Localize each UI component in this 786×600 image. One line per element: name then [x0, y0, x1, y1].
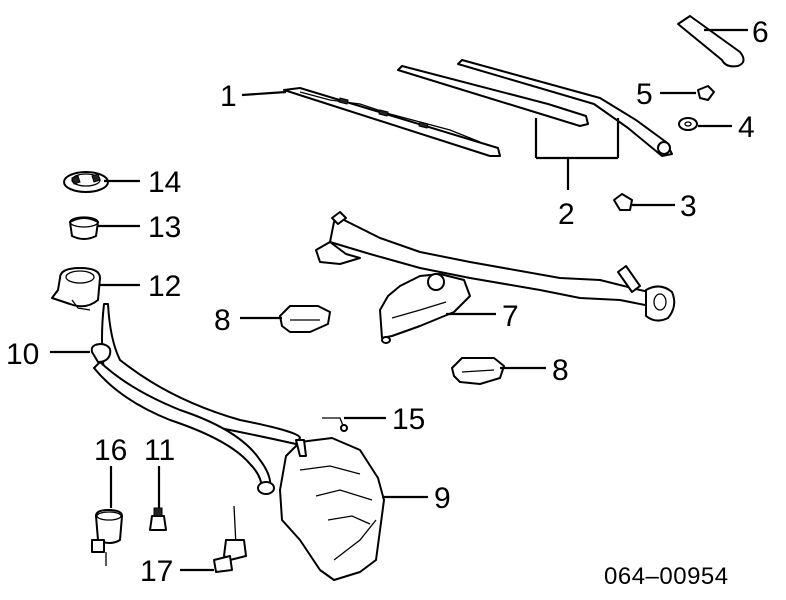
- callout-14: 14: [148, 166, 181, 199]
- callout-8-left: 8: [214, 304, 231, 337]
- callout-4: 4: [738, 111, 755, 144]
- callout-12: 12: [148, 270, 181, 303]
- part-9-washer-reservoir: [279, 437, 428, 581]
- callout-8-right: 8: [552, 354, 569, 387]
- callout-11: 11: [144, 434, 175, 467]
- callout-15: 15: [392, 403, 425, 436]
- callout-6: 6: [752, 16, 769, 49]
- part-8-washer-nozzle-right: [451, 357, 546, 385]
- callout-13: 13: [148, 211, 181, 244]
- callout-2: 2: [558, 198, 575, 231]
- part-8-washer-nozzle-left: [240, 305, 331, 333]
- part-7-wiper-linkage-motor: [315, 211, 676, 344]
- callout-9: 9: [434, 482, 451, 515]
- part-14-grommet: [63, 171, 140, 193]
- callout-3: 3: [680, 190, 697, 223]
- callout-17: 17: [140, 555, 173, 588]
- callout-1: 1: [220, 80, 237, 113]
- part-17-level-sensor: [180, 505, 247, 573]
- part-13-cap: [69, 216, 140, 240]
- part-15-hose-fitting: [322, 416, 386, 432]
- part-11-grommet: [149, 466, 167, 531]
- reference-number: 064–00954: [604, 563, 729, 590]
- part-16-washer-pump: [91, 466, 123, 566]
- part-12-pump-housing: [51, 267, 140, 311]
- part-1-wiper-blade: [241, 87, 501, 157]
- callout-5: 5: [636, 78, 653, 111]
- callout-10: 10: [6, 338, 39, 371]
- part-6-arm-cap: [677, 15, 748, 68]
- part-2-wiper-arms: [397, 59, 673, 190]
- part-5-nut: [660, 85, 715, 101]
- part-3-nut: [613, 193, 675, 211]
- callout-7: 7: [502, 300, 519, 333]
- part-4-washer: [678, 117, 732, 131]
- callout-16: 16: [94, 434, 127, 467]
